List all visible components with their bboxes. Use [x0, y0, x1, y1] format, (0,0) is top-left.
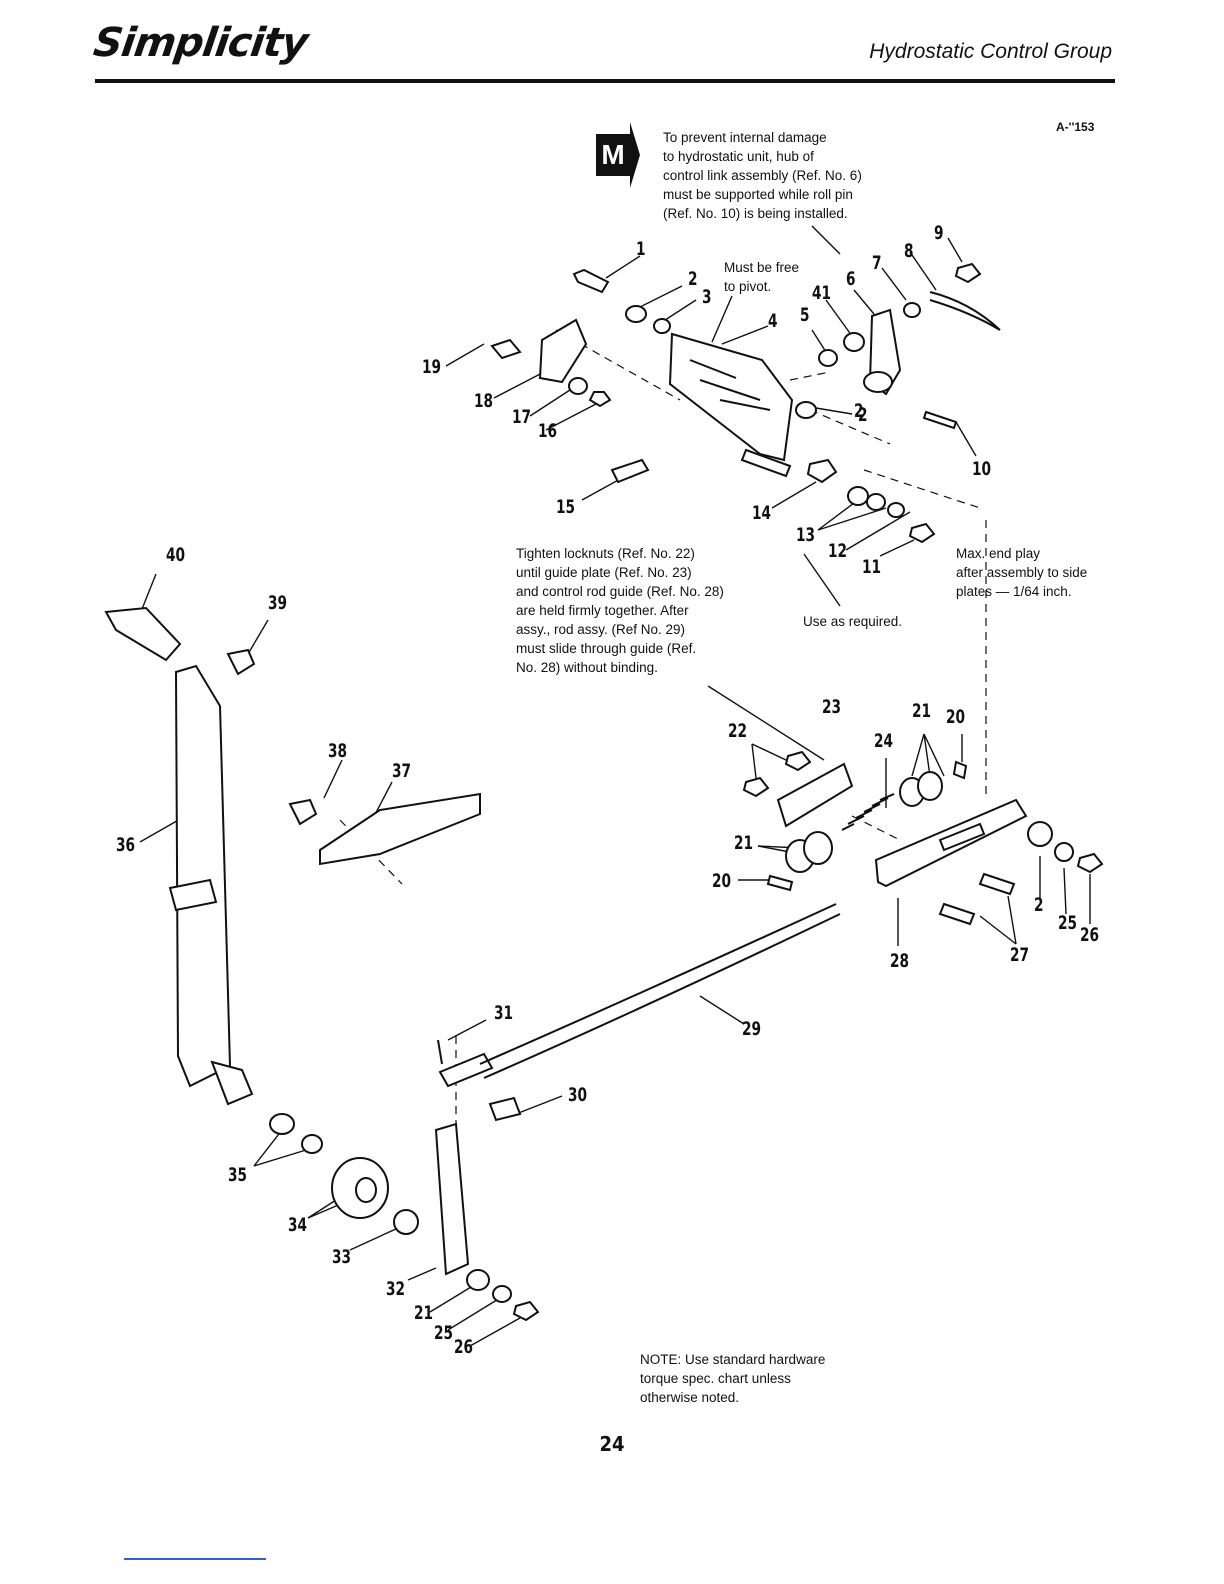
part-label: 21 [734, 832, 754, 854]
warning-note: To prevent internal damage to hydrostati… [663, 130, 862, 221]
part-label: 37 [392, 760, 412, 782]
part-label: 26 [454, 1336, 474, 1358]
part-label: 9 [934, 222, 944, 244]
part-label: 7 [872, 252, 882, 274]
part-label: 29 [742, 1018, 762, 1040]
pivot-note: Must be free to pivot. [724, 260, 800, 294]
part-label: 25 [1058, 912, 1078, 934]
part-label: 38 [328, 740, 348, 762]
part-label: 8 [904, 240, 914, 262]
part-label: 31 [494, 1002, 514, 1024]
maintenance-warning-icon: M [596, 134, 630, 176]
part-label: 41 [812, 282, 832, 304]
part-label: 34 [288, 1214, 308, 1236]
part-label: 2 [858, 404, 868, 426]
footer-rule [124, 1558, 266, 1560]
part-label: 11 [862, 556, 882, 578]
part-label: 24 [874, 730, 894, 752]
part-label: 19 [422, 356, 442, 378]
hardware-note: NOTE: Use standard hardware torque spec.… [640, 1352, 826, 1405]
part-label: 33 [332, 1246, 352, 1268]
part-label: 3 [702, 286, 712, 308]
assembly-centerlines [339, 329, 987, 1130]
part-label: 4 [768, 310, 778, 332]
part-label: 15 [556, 496, 576, 518]
part-label: 1 [636, 238, 646, 260]
leader-lines [139, 225, 1091, 1347]
header-divider [95, 79, 1115, 83]
part-label: 5 [800, 304, 810, 326]
part-label: 22 [728, 720, 748, 742]
part-label: 27 [1010, 944, 1030, 966]
part-label: 36 [116, 834, 136, 856]
upper-linkage-parts [490, 262, 1001, 544]
part-label: 25 [434, 1322, 454, 1344]
part-label: 10 [972, 458, 992, 480]
part-label: 12 [828, 540, 848, 562]
part-label: 14 [752, 502, 772, 524]
part-label: 40 [166, 544, 186, 566]
page-number: 24 [599, 1432, 625, 1456]
part-label: 23 [822, 696, 842, 718]
warning-arrow-icon [630, 122, 640, 188]
end-play-note: Max. end play after assembly to side pla… [956, 546, 1088, 599]
part-label: 26 [1080, 924, 1100, 946]
part-label: 13 [796, 524, 816, 546]
part-label: 2 [688, 268, 698, 290]
part-label: 20 [712, 870, 732, 892]
part-label: 17 [512, 406, 532, 428]
part-label: 21 [912, 700, 932, 722]
guide-parts [742, 750, 1104, 926]
part-label: 6 [846, 268, 856, 290]
as-required-note: Use as required. [803, 614, 903, 629]
part-label: 18 [474, 390, 494, 412]
page-title: Hydrostatic Control Group [869, 40, 1112, 63]
part-label: 20 [946, 706, 966, 728]
part-label: 2 [854, 400, 864, 422]
lever-parts [104, 606, 841, 1322]
part-label: 30 [568, 1084, 588, 1106]
part-label: 28 [890, 950, 910, 972]
part-label: 2 [1034, 894, 1044, 916]
part-label: 39 [268, 592, 288, 614]
part-label: 16 [538, 420, 558, 442]
part-label: 21 [414, 1302, 434, 1324]
part-label: 35 [228, 1164, 248, 1186]
reference-code: A-''153 [1056, 120, 1095, 134]
part-label: 32 [386, 1278, 406, 1300]
locknut-note: Tighten locknuts (Ref. No. 22) until gui… [516, 546, 724, 675]
